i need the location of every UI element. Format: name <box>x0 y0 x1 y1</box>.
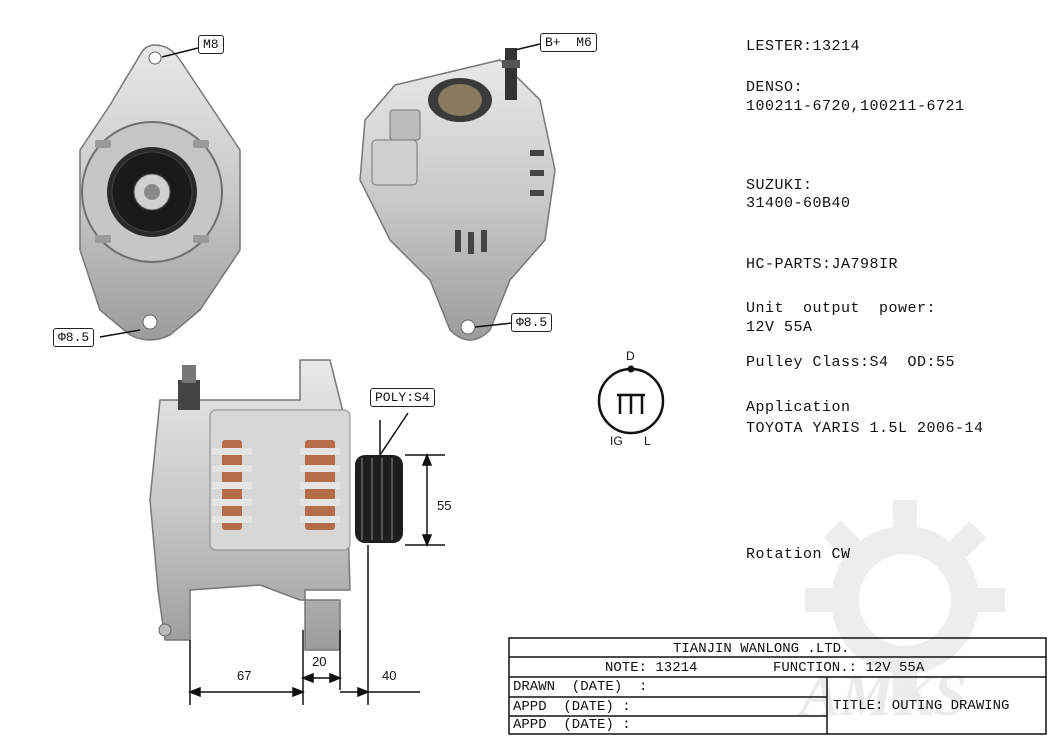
connector-label-d: D <box>626 349 635 363</box>
front-view-illustration <box>79 44 241 341</box>
rear-view-illustration <box>359 43 556 341</box>
callout-b-plus-m6: B+ M6 <box>540 33 597 52</box>
title-block-title: TITLE: OUTING DRAWING <box>833 698 1010 714</box>
watermark: AMKS <box>796 500 1005 728</box>
title-block-appd-2: APPD (DATE) : <box>513 717 631 733</box>
spec-denso-label: DENSO: <box>746 79 804 96</box>
title-block-company: TIANJIN WANLONG .LTD. <box>673 641 850 657</box>
connector-diagram <box>597 365 665 435</box>
callout-phi-right: Φ8.5 <box>511 313 553 332</box>
title-block-note: NOTE: 13214 <box>605 660 698 676</box>
spec-pulley: Pulley Class:S4 OD:55 <box>746 354 956 371</box>
side-view-illustration <box>149 359 403 651</box>
spec-lester: LESTER:13214 <box>746 38 861 55</box>
spec-output-label: Unit output power: <box>746 300 937 317</box>
spec-rotation: Rotation CW <box>746 546 851 563</box>
dimension-lines <box>187 412 445 705</box>
spec-application-label: Application <box>746 399 851 416</box>
callout-poly: POLY:S4 <box>370 388 435 407</box>
dimension-55: 55 <box>437 498 452 513</box>
spec-output-value: 12V 55A <box>746 319 813 336</box>
title-block-function: FUNCTION.: 12V 55A <box>773 660 925 676</box>
title-block-drawn: DRAWN (DATE) : <box>513 679 648 695</box>
spec-suzuki-label: SUZUKI: <box>746 177 813 194</box>
spec-application-value: TOYOTA YARIS 1.5L 2006-14 <box>746 420 984 437</box>
spec-hc-parts: HC-PARTS:JA798IR <box>746 256 899 273</box>
callout-m8: M8 <box>198 35 224 54</box>
title-block-frame <box>508 637 1047 735</box>
dimension-20: 20 <box>312 654 327 669</box>
connector-label-ig: IG <box>610 434 623 448</box>
title-block-appd-1: APPD (DATE) : <box>513 699 631 715</box>
spec-suzuki-value: 31400-60B40 <box>746 195 851 212</box>
callout-phi-left: Φ8.5 <box>53 328 95 347</box>
watermark-text: AMKS <box>796 662 967 728</box>
spec-denso-values: 100211-6720,100211-6721 <box>746 98 965 115</box>
dimension-67: 67 <box>237 668 252 683</box>
connector-label-l: L <box>644 434 651 448</box>
dimension-40: 40 <box>382 668 397 683</box>
